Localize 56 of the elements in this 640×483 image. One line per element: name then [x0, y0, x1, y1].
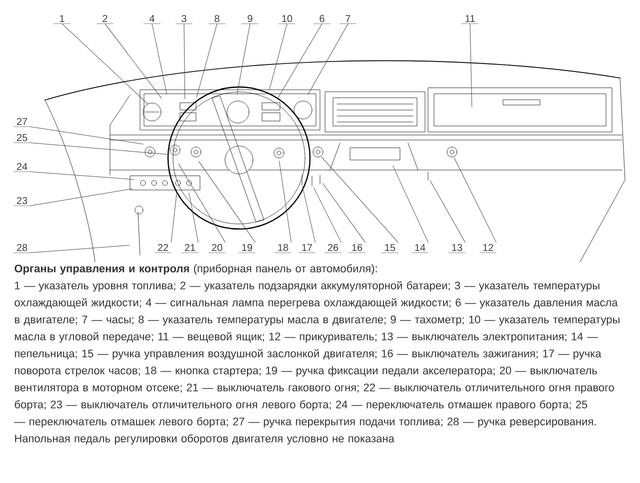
caption-text: 1 — указатель уровня топлива; 2 — указатель подзарядки аккумуляторной батареи; 3 — указатель температуры охлаждающей жидкости; 4 — сигнальная лампа перегрева охлаждающей жидкости; 6 — указатель давления масла в двигателе; 7 — часы; 8 — указатель температуры масла в двигателе; 9 — тахометр; 10 — указатель температуры масла в угловой передаче; 11 — вещевой ящик; 12 — прикуриватель; 13 — выключатель электропитания; 14 — пепельница; 15 — ручка управления воздушной заслонкой двигателя; 16 — выключатель зажигания; 17 — ручка поворота стрелок часов; 18 — кнопка стартера; 19 — ручка фиксации педали акселератора; 20 — выключатель вентилятора в моторном отсеке; 21 — выключатель гакового огня; 22 — выключатель отличительного огня правого борта; 23 — выключатель отличительного огня левого борта; 24 — переключатель отмашек правого борта; 25 — переключатель отмашек левого борта; 27 — ручка перекрытия подачи топлива; 28 — ручка реверсирования. Напольная педаль регулировки оборотов двигателя условно не показана: [14, 281, 620, 445]
callout-number: 26: [324, 244, 342, 253]
callout-number: 9: [242, 15, 258, 24]
leader-line: [392, 165, 428, 243]
callout-number: 10: [278, 15, 296, 24]
leader-line: [198, 161, 256, 243]
callout-number: 20: [208, 244, 226, 253]
leader-line: [184, 24, 186, 100]
leader-line: [313, 187, 342, 243]
leader-line: [62, 23, 148, 104]
leader-line: [302, 186, 316, 243]
callout-number: 11: [462, 15, 478, 24]
leader-line: [188, 192, 198, 243]
leader-line: [322, 183, 366, 243]
leader-line: [30, 142, 170, 155]
callout-number: 7: [340, 15, 356, 24]
callout-number: 1: [54, 15, 70, 24]
leader-line: [321, 156, 398, 243]
callout-number: 18: [274, 244, 292, 253]
callout-number: 23: [14, 197, 30, 206]
callout-number: 2: [96, 15, 114, 24]
callout-number: 15: [382, 244, 398, 253]
leader-line: [236, 24, 250, 94]
callout-number: 16: [348, 244, 366, 253]
callout-number: 19: [238, 244, 256, 253]
caption-heading: Органы управления и контроля (приборная панель от автомобиля):: [14, 264, 377, 275]
leader-line: [454, 157, 496, 243]
leader-line: [30, 126, 144, 144]
leader-line: [178, 163, 226, 243]
callout-number: 6: [314, 15, 330, 24]
callout-number: 27: [14, 118, 30, 127]
leader-line: [470, 23, 472, 108]
leader-line: [196, 24, 218, 98]
leader-line: [430, 180, 466, 243]
callout-number: 13: [448, 244, 466, 253]
callout-number: 12: [480, 244, 496, 253]
leader-line: [30, 188, 132, 206]
leader-line: [269, 24, 288, 90]
callout-number: 17: [298, 244, 316, 253]
callout-number: 3: [176, 15, 192, 24]
leader-line: [30, 245, 130, 254]
callout-number: 22: [154, 244, 172, 253]
callout-number: 8: [208, 15, 226, 24]
callout-number: 21: [182, 244, 198, 253]
leader-line: [278, 160, 292, 243]
leader-line: [278, 24, 322, 98]
callout-number: 25: [14, 134, 30, 143]
callout-number: 24: [14, 163, 30, 172]
leader-line: [170, 194, 177, 243]
leader-line: [308, 23, 348, 95]
callout-number: 28: [14, 244, 30, 253]
callout-number: 14: [412, 244, 428, 253]
callout-number: 4: [144, 15, 160, 24]
leader-line: [30, 171, 134, 180]
leader-line: [104, 23, 162, 98]
leader-line: [152, 23, 168, 94]
